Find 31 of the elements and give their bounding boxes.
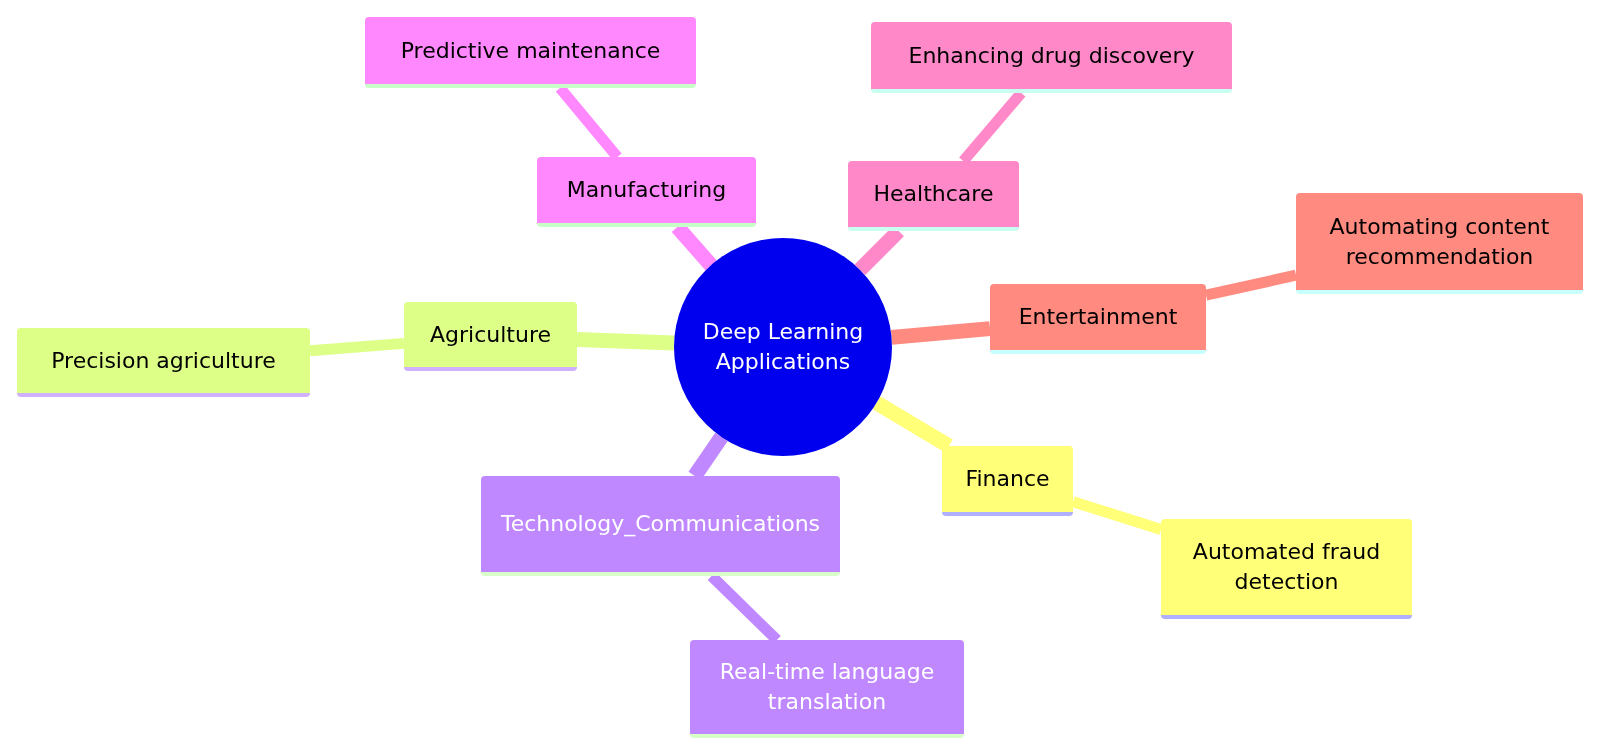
topic-box bbox=[848, 161, 1019, 231]
topic-label: Predictive maintenance bbox=[400, 36, 661, 65]
topic-label: Deep Learning Applications bbox=[701, 318, 865, 376]
topic-label: Real-time language translation bbox=[718, 658, 936, 716]
topic-label: Finance bbox=[965, 465, 1050, 493]
topic-box bbox=[17, 328, 310, 397]
connector-line bbox=[1071, 496, 1163, 535]
topic-box bbox=[404, 302, 577, 371]
topic-box bbox=[1296, 193, 1583, 294]
topic-label: Precision agriculture bbox=[51, 346, 276, 375]
connector-line bbox=[309, 337, 405, 357]
topic-label: Agriculture bbox=[430, 320, 551, 349]
topic-label: Automating content recommendation bbox=[1328, 212, 1551, 271]
topic-label: Healthcare bbox=[873, 180, 994, 208]
topic-label: Entertainment bbox=[1018, 303, 1178, 331]
topic-label: Manufacturing bbox=[566, 176, 727, 204]
topic-box bbox=[365, 17, 696, 88]
topic-box bbox=[942, 446, 1073, 516]
topic-label: Technology_Communications bbox=[500, 510, 821, 539]
topic-box bbox=[537, 157, 756, 227]
topic-label: Enhancing drug discovery bbox=[908, 41, 1195, 70]
connector-line bbox=[576, 332, 675, 351]
connector-line bbox=[872, 396, 953, 453]
connector-line bbox=[1204, 269, 1298, 301]
topic-box bbox=[990, 284, 1206, 354]
topic-label: Automated fraud detection bbox=[1191, 538, 1382, 596]
topic-box bbox=[481, 476, 840, 576]
topic-box bbox=[1161, 519, 1412, 619]
connector-line bbox=[890, 321, 991, 345]
topic-box bbox=[871, 22, 1232, 93]
topic-box bbox=[690, 640, 964, 738]
